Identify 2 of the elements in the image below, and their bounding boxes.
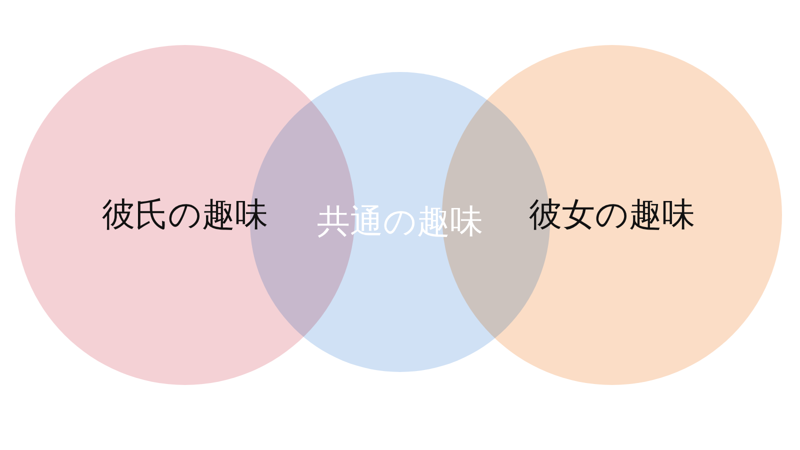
circle-label: 彼女の趣味: [529, 194, 695, 236]
circle-label: 彼氏の趣味: [102, 194, 268, 236]
